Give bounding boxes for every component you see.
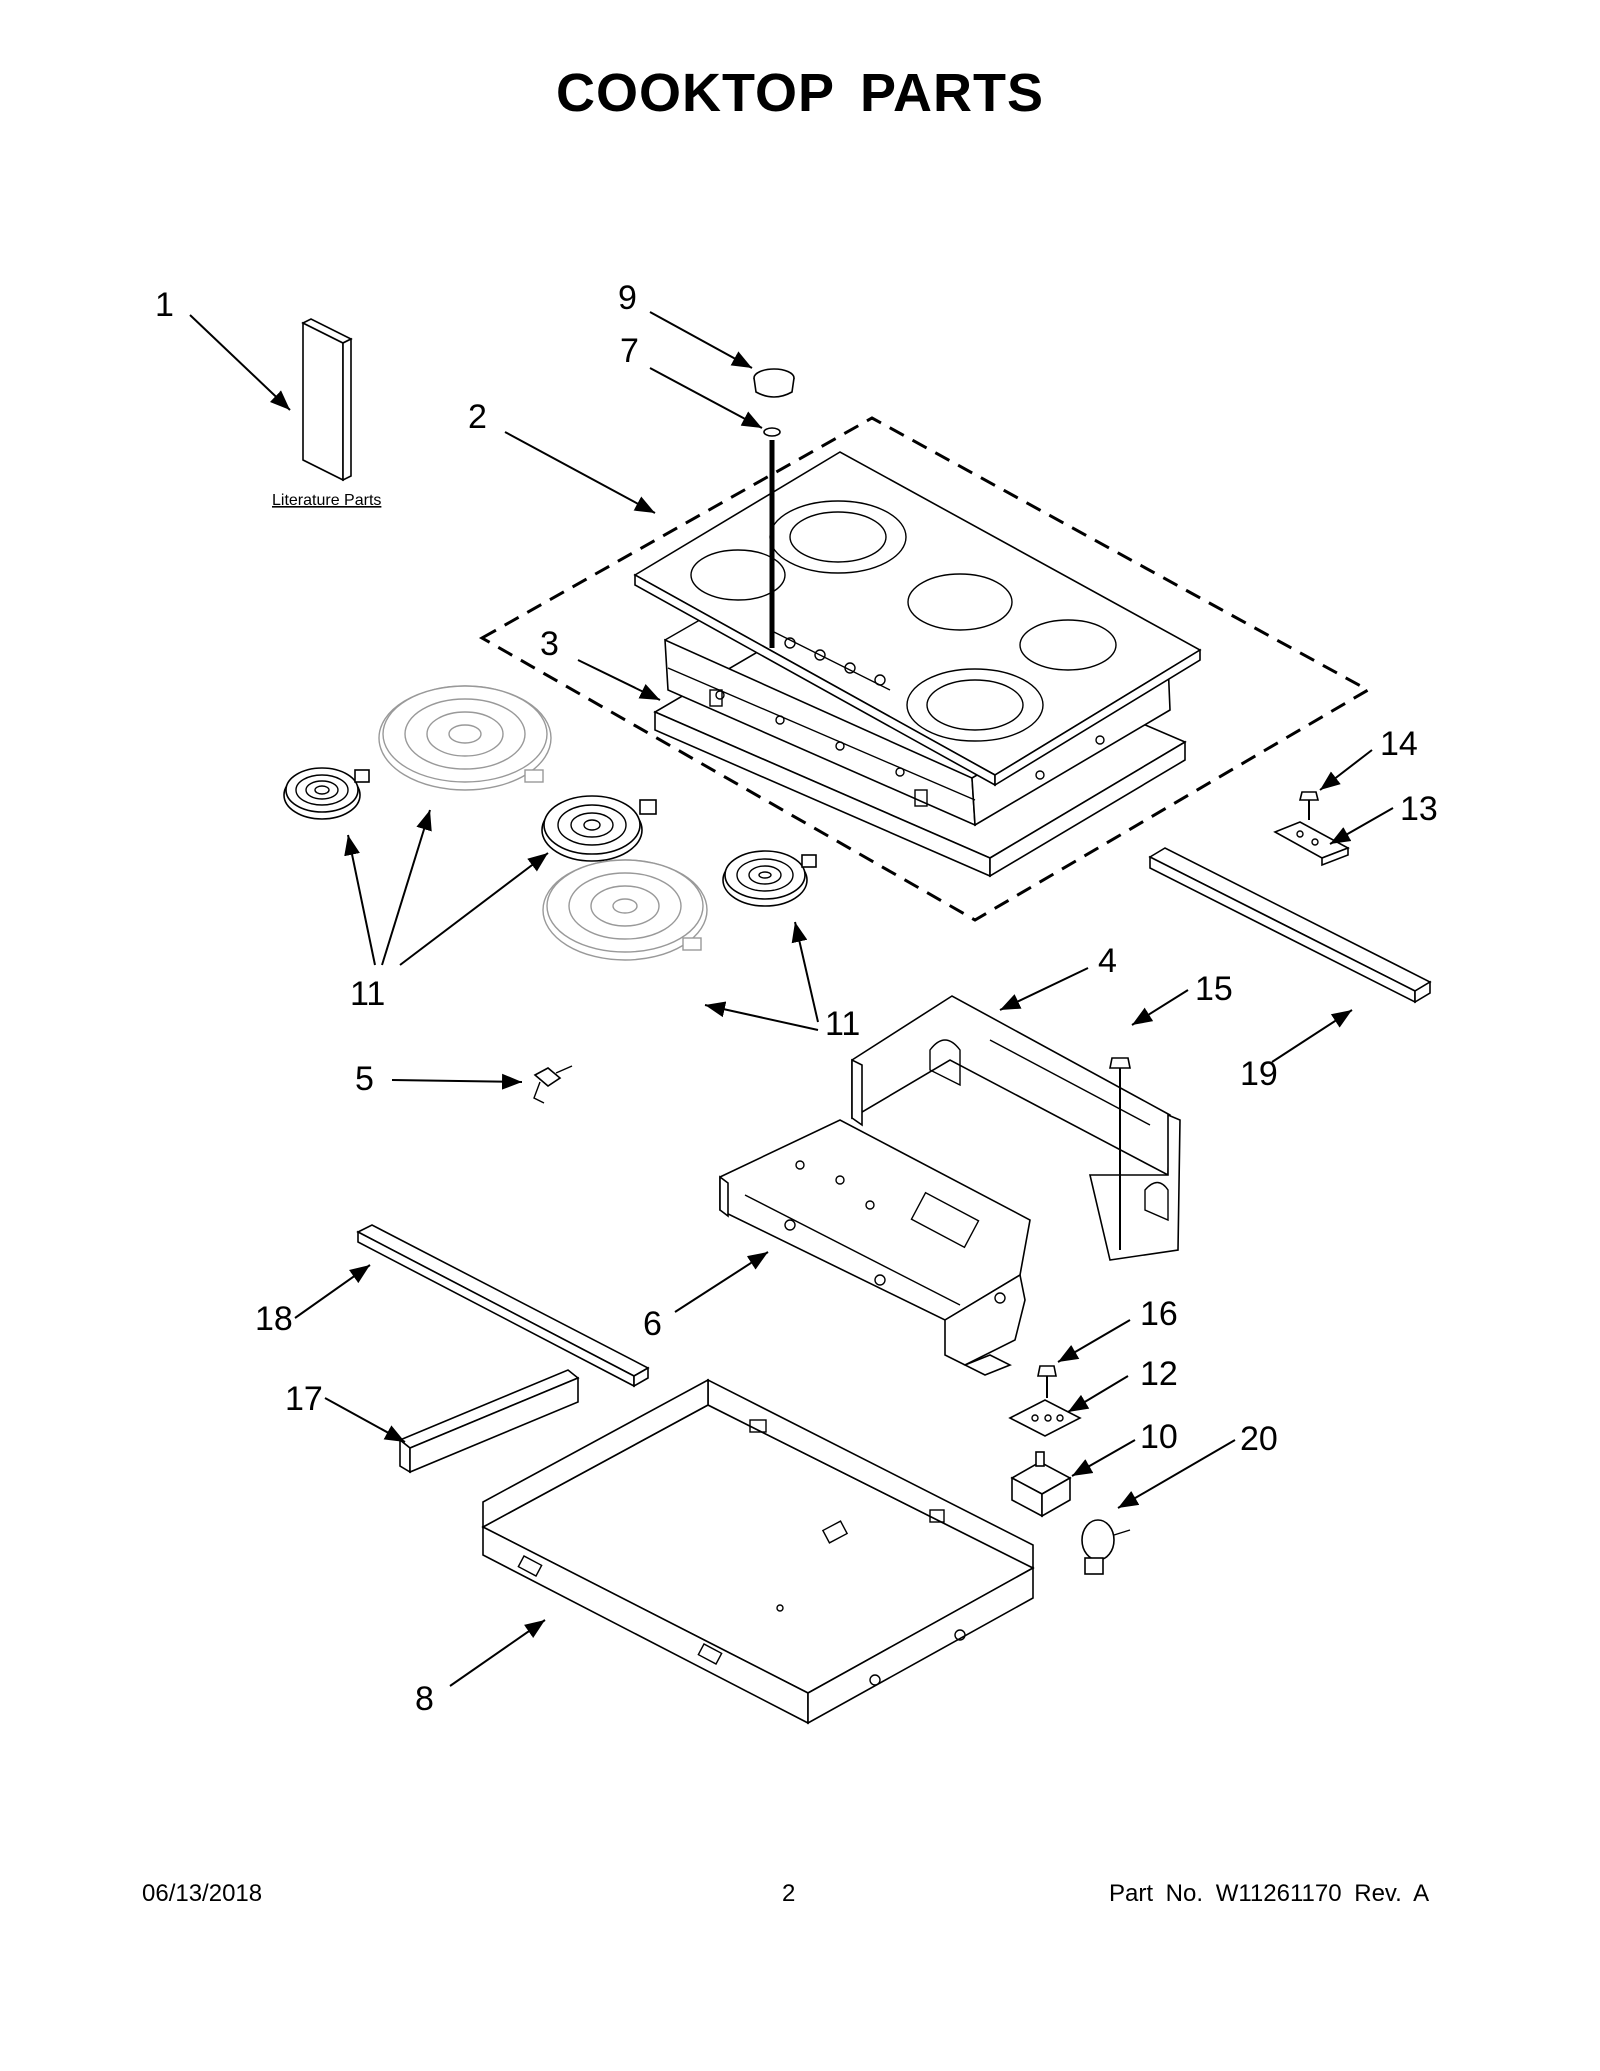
footer-date: 06/13/2018 [142,1880,263,1907]
callout-14: 14 [1380,725,1418,763]
cooktop-assembly-boundary [478,416,1372,922]
callout-18: 18 [255,1300,293,1338]
callout-8: 8 [415,1680,434,1718]
callout-19: 19 [1240,1055,1278,1093]
callout-7: 7 [620,332,639,370]
callout-6: 6 [643,1305,662,1343]
glass-cooktop [633,451,1202,787]
bottom-tray [481,1378,1035,1725]
small-screw [1037,1365,1057,1398]
radiant-element-large-center [542,859,708,961]
infinite-switch [1010,1451,1072,1518]
callout-17: 17 [285,1380,323,1418]
callout-4: 4 [1098,942,1117,980]
mounting-bracket [1273,821,1350,867]
footer-page-number: 2 [782,1880,796,1907]
callout-16: 16 [1140,1295,1178,1333]
callout-3: 3 [540,625,559,663]
front-support-rail [356,1224,650,1388]
page-title: COOKTOP PARTS [555,63,1045,123]
callout-2: 2 [468,398,487,436]
callout-1: 1 [155,286,174,324]
control-box [719,1119,1031,1376]
callout-20: 20 [1240,1420,1278,1458]
callout-5: 5 [355,1060,374,1098]
bracket-screw [1298,791,1320,820]
rear-shield [851,995,1181,1261]
radiant-element-large-left [378,685,552,791]
callout-10: 10 [1140,1418,1178,1456]
callout-11b: 11 [825,1005,860,1043]
callout-12: 12 [1140,1355,1178,1393]
switch-plate [1008,1399,1082,1437]
callout-13: 13 [1400,790,1438,828]
long-screw [1109,1057,1131,1250]
thermal-limiter [1081,1519,1131,1575]
trim-bar [1148,847,1432,1004]
radiant-element-small-left [283,767,370,820]
leader-arrows [189,311,1394,1687]
footer-part-number: Part No. W11261170 Rev. A [1109,1880,1430,1907]
radiant-element-small-right [722,850,817,907]
literature-parts-label: Literature Parts [272,492,381,509]
callout-15: 15 [1195,970,1233,1008]
literature-parts-book [301,318,353,482]
callout-11a: 11 [350,975,385,1013]
side-support-rail [398,1369,580,1474]
wire-connector [533,1065,573,1104]
knob-washer [763,427,781,437]
radiant-element-medium-center [541,795,657,862]
callout-9: 9 [618,279,637,317]
control-knob [753,368,795,398]
